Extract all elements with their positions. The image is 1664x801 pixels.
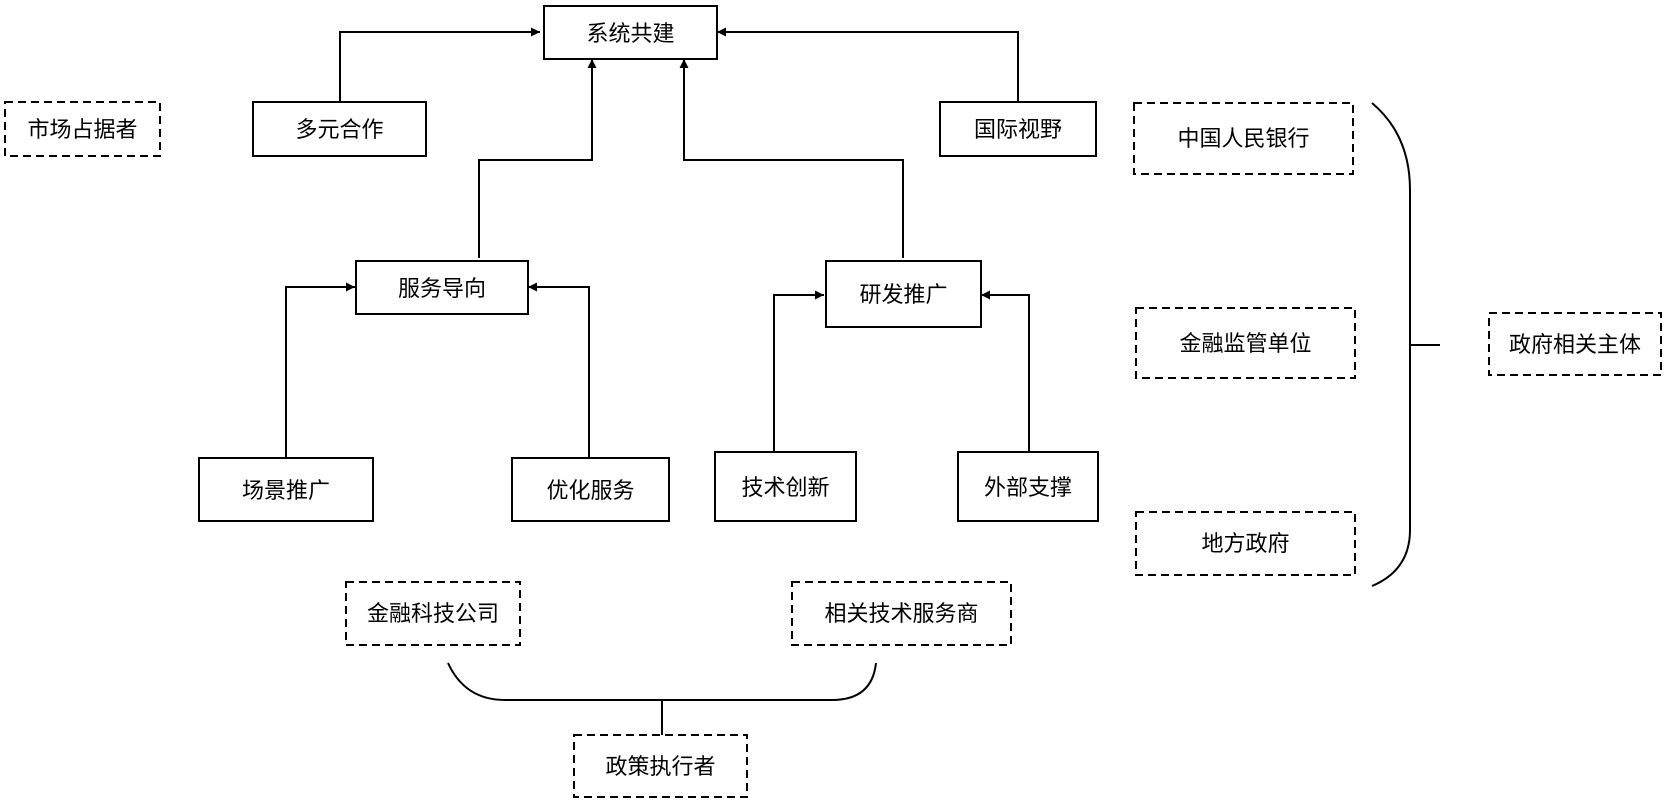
actor-gov-entities-label: 政府相关主体 bbox=[1509, 333, 1641, 358]
node-multi-coop: 多元合作 bbox=[252, 101, 427, 157]
arrow-tech-innov-to-rd-promo bbox=[773, 290, 824, 452]
actor-market-holder-label: 市场占据者 bbox=[27, 118, 137, 143]
node-scene-promo-label: 场景推广 bbox=[242, 479, 330, 504]
node-multi-coop-label: 多元合作 bbox=[295, 118, 383, 143]
node-service-orient-label: 服务导向 bbox=[398, 277, 486, 302]
node-intl-vision-label: 国际视野 bbox=[974, 118, 1062, 143]
policy-brace bbox=[447, 662, 877, 701]
node-opt-service: 优化服务 bbox=[511, 457, 670, 522]
node-tech-innov: 技术创新 bbox=[714, 451, 857, 522]
actor-fin-regulator-label: 金融监管单位 bbox=[1179, 332, 1311, 357]
connectors bbox=[285, 27, 1440, 735]
arrow-opt-service-to-service-orient bbox=[528, 282, 590, 458]
arrow-scene-promo-to-service-orient bbox=[285, 282, 355, 458]
node-rd-promo: 研发推广 bbox=[825, 260, 982, 328]
arrow-multi-coop-to-system-build bbox=[339, 27, 540, 102]
actor-fintech-co-label: 金融科技公司 bbox=[367, 602, 499, 627]
government-brace bbox=[1371, 102, 1411, 587]
node-rd-promo-label: 研发推广 bbox=[859, 283, 947, 308]
actor-tech-provider: 相关技术服务商 bbox=[791, 581, 1012, 646]
node-service-orient: 服务导向 bbox=[355, 260, 529, 315]
actor-local-gov: 地方政府 bbox=[1135, 511, 1356, 576]
actor-policy-exec-label: 政策执行者 bbox=[605, 755, 715, 780]
node-scene-promo: 场景推广 bbox=[198, 457, 374, 522]
actor-fintech-co: 金融科技公司 bbox=[345, 581, 521, 646]
actor-local-gov-label: 地方政府 bbox=[1201, 532, 1289, 557]
arrow-service-orient-to-system-build bbox=[478, 59, 597, 258]
actor-market-holder: 市场占据者 bbox=[4, 101, 161, 157]
node-system-build-label: 系统共建 bbox=[586, 22, 674, 47]
node-tech-innov-label: 技术创新 bbox=[741, 476, 829, 501]
node-intl-vision: 国际视野 bbox=[939, 101, 1097, 157]
actor-gov-entities: 政府相关主体 bbox=[1488, 312, 1662, 376]
node-opt-service-label: 优化服务 bbox=[546, 479, 634, 504]
arrow-rd-promo-to-system-build bbox=[679, 59, 904, 258]
actor-pboc-label: 中国人民银行 bbox=[1177, 127, 1309, 152]
actor-fin-regulator: 金融监管单位 bbox=[1135, 307, 1356, 379]
actor-tech-provider-label: 相关技术服务商 bbox=[824, 602, 978, 627]
arrow-intl-vision-to-system-build bbox=[717, 27, 1019, 102]
actor-policy-exec: 政策执行者 bbox=[573, 734, 748, 798]
node-ext-support: 外部支撑 bbox=[957, 451, 1099, 522]
node-system-build: 系统共建 bbox=[543, 5, 718, 60]
node-ext-support-label: 外部支撑 bbox=[984, 476, 1072, 501]
arrow-ext-support-to-rd-promo bbox=[981, 290, 1030, 452]
actor-pboc: 中国人民银行 bbox=[1133, 102, 1354, 175]
